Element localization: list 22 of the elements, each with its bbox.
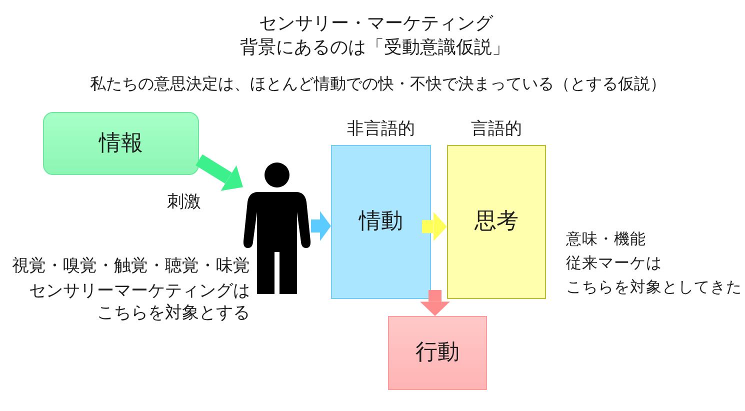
box-label: 行動 — [416, 340, 460, 366]
box-label: 思考 — [474, 208, 518, 236]
note-text: 視覚・嗅覚・触覚・聴覚・味覚 — [12, 256, 250, 276]
rounded-box — [43, 112, 199, 175]
box-label: 情動 — [359, 208, 403, 236]
block-arrow — [422, 212, 447, 242]
title: センサリー・マーケティング — [259, 13, 493, 35]
edge-label: 刺激 — [167, 192, 201, 212]
box-label: 情報 — [99, 130, 143, 157]
block-arrow — [420, 290, 450, 316]
block-arrow — [311, 211, 331, 241]
note-text: こちらを対象としてきた — [566, 278, 742, 297]
description-text: 私たちの意思決定は、ほとんど情動での快・不快で決まっている（とする仮説） — [90, 74, 666, 94]
note-text: 従来マーケは — [566, 254, 662, 273]
process-box — [388, 316, 487, 390]
column-heading: 言語的 — [471, 118, 522, 139]
note-text: 意味・機能 — [566, 230, 646, 249]
note-text: こちらを対象とする — [97, 303, 250, 324]
note-text: センサリーマーケティングは — [29, 281, 250, 302]
column-heading: 非言語的 — [347, 118, 415, 139]
block-arrow — [196, 154, 243, 191]
subtitle: 背景にあるのは「受動意識仮説」 — [240, 37, 510, 59]
